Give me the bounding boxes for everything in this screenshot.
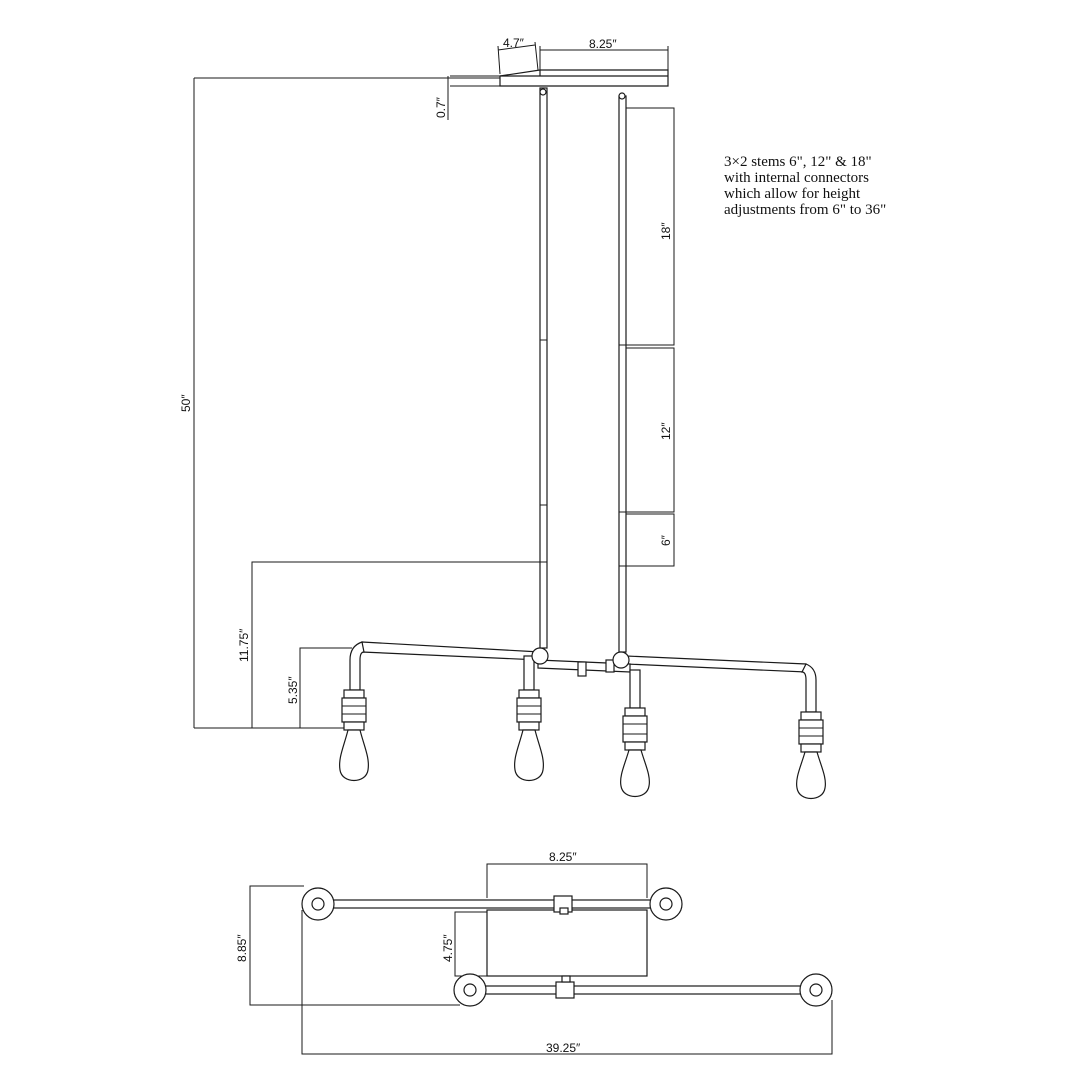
stem-6-label: 6″ (659, 534, 673, 546)
plan-canopy (486, 909, 648, 977)
plan-canopy-depth-dimension: 4.75″ (441, 911, 487, 977)
plan-length-label: 39.25″ (546, 1041, 581, 1055)
canopy-width-dimension: 8.25″ (539, 37, 669, 70)
stems (539, 87, 627, 653)
stem-note: 3×2 stems 6", 12" & 18" with internal co… (724, 154, 886, 218)
plan-canopy-width-dimension: 8.25″ (486, 850, 648, 898)
body-height-label: 11.75″ (237, 628, 251, 662)
canopy-width-label: 8.25″ (589, 37, 617, 51)
body-height-dimension: 11.75″ (237, 561, 540, 728)
arm-drop-dimension: 5.35″ (286, 647, 352, 728)
canopy-height-dimension: 0.7″ (434, 75, 500, 120)
arm-drop-label: 5.35″ (286, 676, 300, 704)
plan-lower-arm (453, 973, 833, 1007)
canopy-depth-dimension: 4.7″ (497, 36, 539, 75)
bulb-2 (514, 689, 544, 782)
stem-18-label: 18″ (659, 222, 673, 240)
plan-upper-arm (301, 887, 683, 921)
canopy-depth-label: 4.7″ (503, 36, 525, 50)
plan-depth-label: 8.85″ (235, 934, 249, 962)
stem-6-callout: 6″ (626, 513, 675, 567)
plan-view: 8.25″ 4.75″ 8. (235, 850, 833, 1055)
overall-height-label: 50″ (179, 394, 193, 412)
stem-12-label: 12″ (659, 422, 673, 440)
stem-12-callout: 12″ (626, 347, 675, 513)
elevation-view: 4.7″ 8.25″ 0.7″ 50″ (179, 36, 886, 800)
plan-canopy-width-label: 8.25″ (549, 850, 577, 864)
bulb-4 (796, 711, 826, 800)
bulb-3 (620, 707, 650, 798)
arms (349, 641, 817, 713)
plan-canopy-depth-label: 4.75″ (441, 934, 455, 962)
stem-18-callout: 18″ (626, 107, 675, 346)
bulb-1 (339, 689, 369, 782)
plan-depth-dimension: 8.85″ (235, 885, 460, 1006)
overall-height-dimension: 50″ (179, 77, 500, 729)
plan-length-dimension: 39.25″ (301, 910, 833, 1055)
canopy-height-label: 0.7″ (434, 96, 448, 118)
canopy (499, 69, 669, 87)
